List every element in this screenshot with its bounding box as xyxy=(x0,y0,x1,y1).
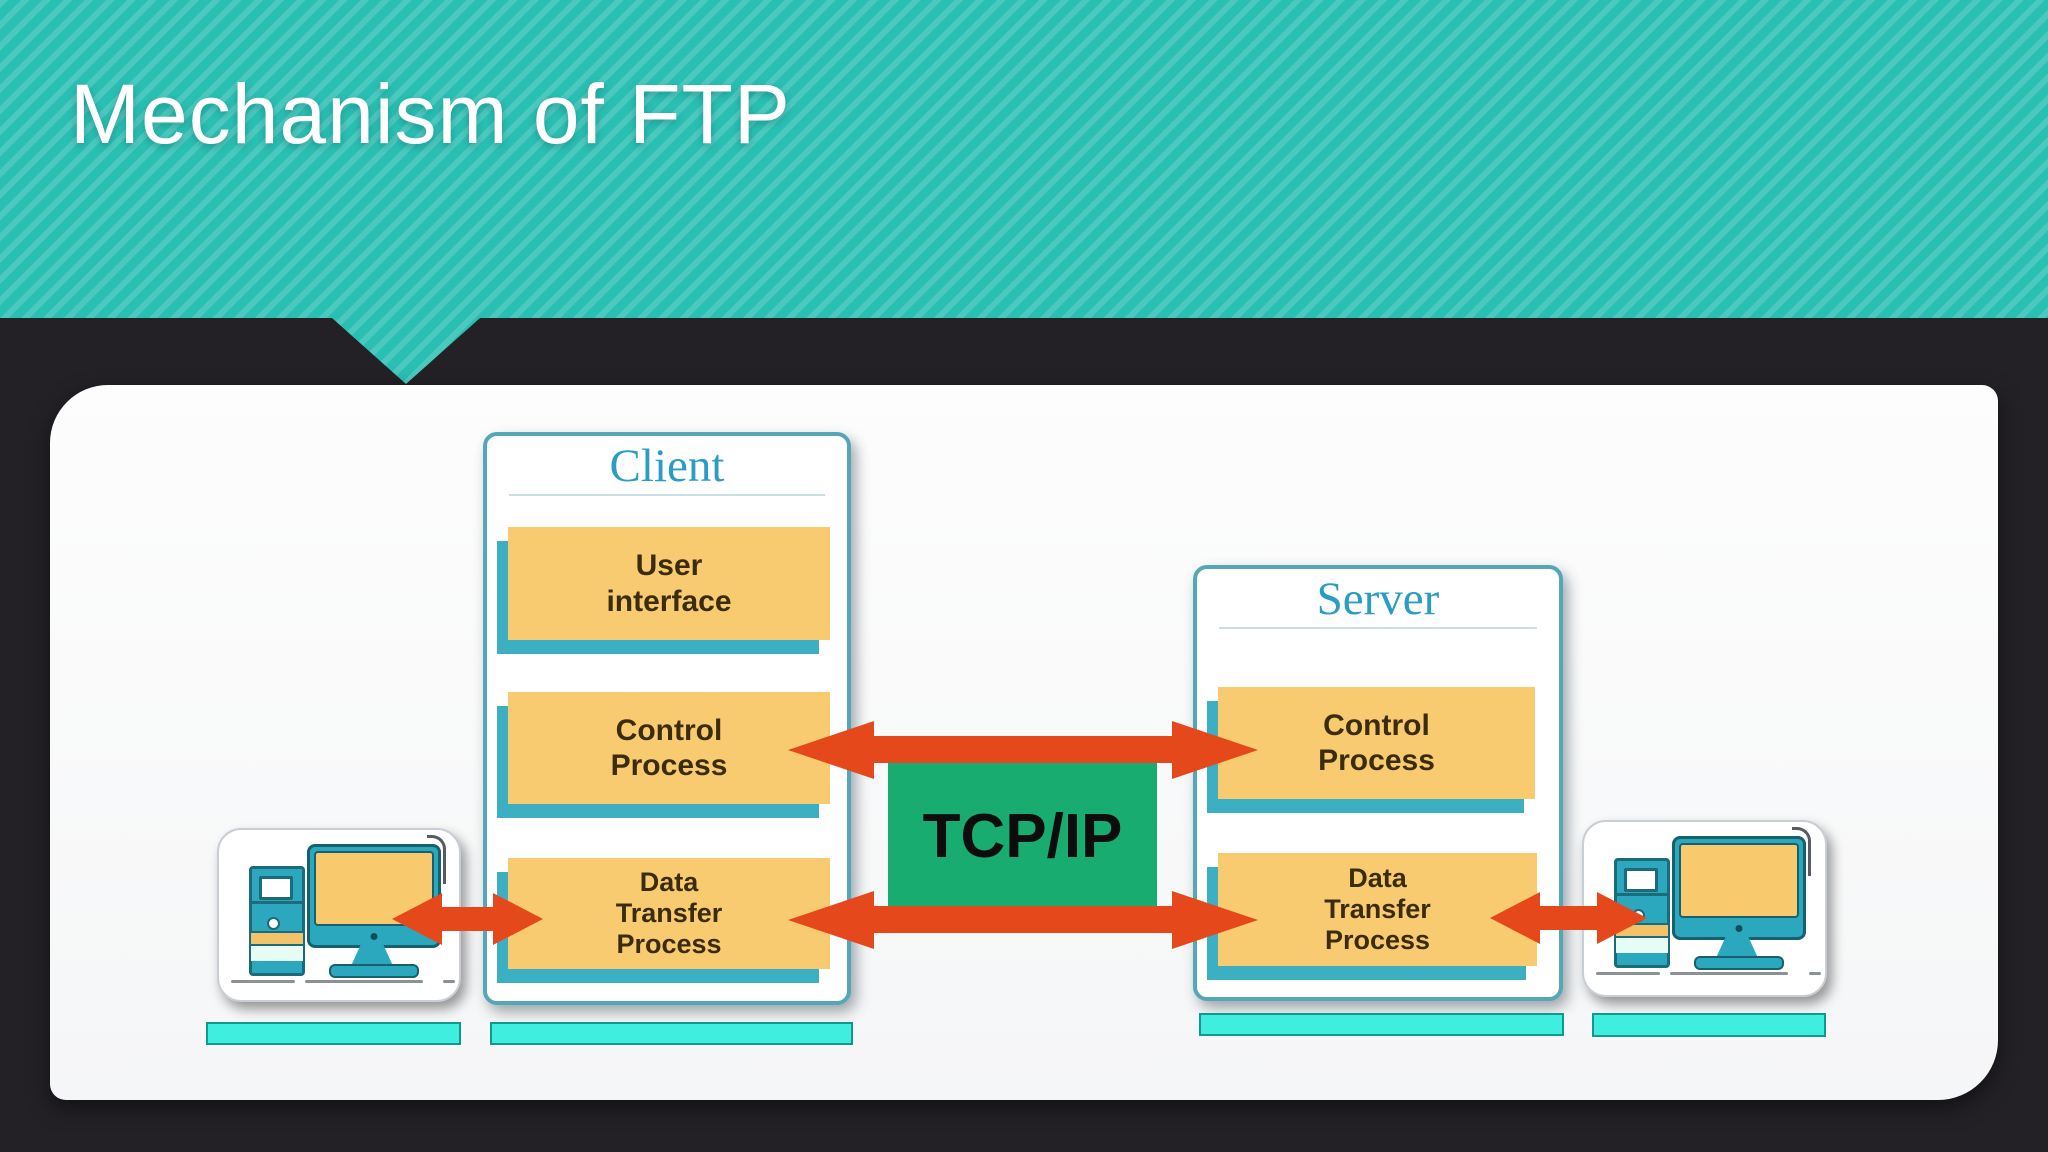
monitor-screen xyxy=(1679,843,1799,918)
server-data-transfer-process-label: Data Transfer Process xyxy=(1324,862,1431,956)
arrowhead-right xyxy=(1172,721,1258,779)
computer-tower xyxy=(249,866,305,976)
arrowhead-left xyxy=(788,891,874,949)
arrow-shaft xyxy=(434,907,501,931)
arrowhead-right xyxy=(1172,891,1258,949)
monitor-base xyxy=(1694,956,1784,970)
server-control-process-box: Control Process xyxy=(1218,687,1535,799)
highlight-bar-client xyxy=(490,1022,853,1045)
client-host-arrow xyxy=(392,893,543,945)
content-panel: Client User interface Control Process Da… xyxy=(50,385,1998,1100)
client-control-process-label: Control Process xyxy=(610,713,728,782)
server-host-arrow xyxy=(1490,892,1647,944)
tower-vent-band xyxy=(1616,938,1668,953)
accent-corner-line xyxy=(1792,827,1811,876)
desktop-computer-icon xyxy=(1584,822,1825,995)
accent-corner-line xyxy=(427,835,446,884)
monitor xyxy=(1672,836,1806,940)
monitor-power-dot xyxy=(370,933,378,940)
tower-vent-band xyxy=(251,946,303,961)
client-group-box: Client User interface Control Process Da… xyxy=(483,432,851,1005)
client-title-underline xyxy=(509,494,825,496)
tcpip-box: TCP/IP xyxy=(888,748,1157,925)
arrowhead-right xyxy=(1597,892,1647,944)
ground-line xyxy=(1809,972,1821,975)
slide-title: Mechanism of FTP xyxy=(70,67,791,161)
ground-line xyxy=(443,980,455,983)
server-data-transfer-process-box: Data Transfer Process xyxy=(1218,853,1537,966)
ground-line xyxy=(305,980,423,983)
tcpip-label: TCP/IP xyxy=(922,802,1123,871)
server-group-box: Server Control Process Data Transfer Pro… xyxy=(1193,565,1563,1001)
arrow-shaft xyxy=(866,906,1180,933)
arrowhead-left xyxy=(788,721,874,779)
client-title: Client xyxy=(609,440,725,492)
highlight-bar-client-computer xyxy=(206,1022,461,1045)
drive-bay xyxy=(1624,868,1658,892)
server-control-process-label: Control Process xyxy=(1318,708,1435,777)
monitor-power-dot xyxy=(1735,925,1743,932)
arrow-shaft xyxy=(866,736,1180,763)
highlight-bar-server-computer xyxy=(1592,1013,1826,1037)
power-button xyxy=(267,917,280,930)
arrowhead-right xyxy=(493,893,543,945)
client-control-process-box: Control Process xyxy=(508,692,830,804)
arrow-shaft xyxy=(1532,906,1605,930)
ground-line xyxy=(1596,972,1660,975)
monitor-base xyxy=(329,964,419,978)
highlight-bar-server xyxy=(1199,1013,1564,1036)
tower-orange-band xyxy=(251,931,303,946)
desktop-computer-icon xyxy=(219,830,459,1000)
drive-bay xyxy=(259,876,293,900)
ground-line xyxy=(231,980,295,983)
server-title-underline xyxy=(1219,627,1537,629)
ground-line xyxy=(1670,972,1788,975)
server-title: Server xyxy=(1316,573,1440,625)
user-interface-box: User interface xyxy=(508,527,830,640)
title-banner: Mechanism of FTP xyxy=(0,0,2048,384)
control-connection-arrow xyxy=(788,721,1258,779)
tower-divider-line xyxy=(251,901,303,904)
tower-divider-line xyxy=(1616,893,1668,896)
client-data-transfer-process-box: Data Transfer Process xyxy=(508,858,830,969)
client-data-transfer-process-label: Data Transfer Process xyxy=(615,866,723,960)
data-connection-arrow xyxy=(788,891,1258,949)
user-interface-label: User interface xyxy=(606,549,732,618)
